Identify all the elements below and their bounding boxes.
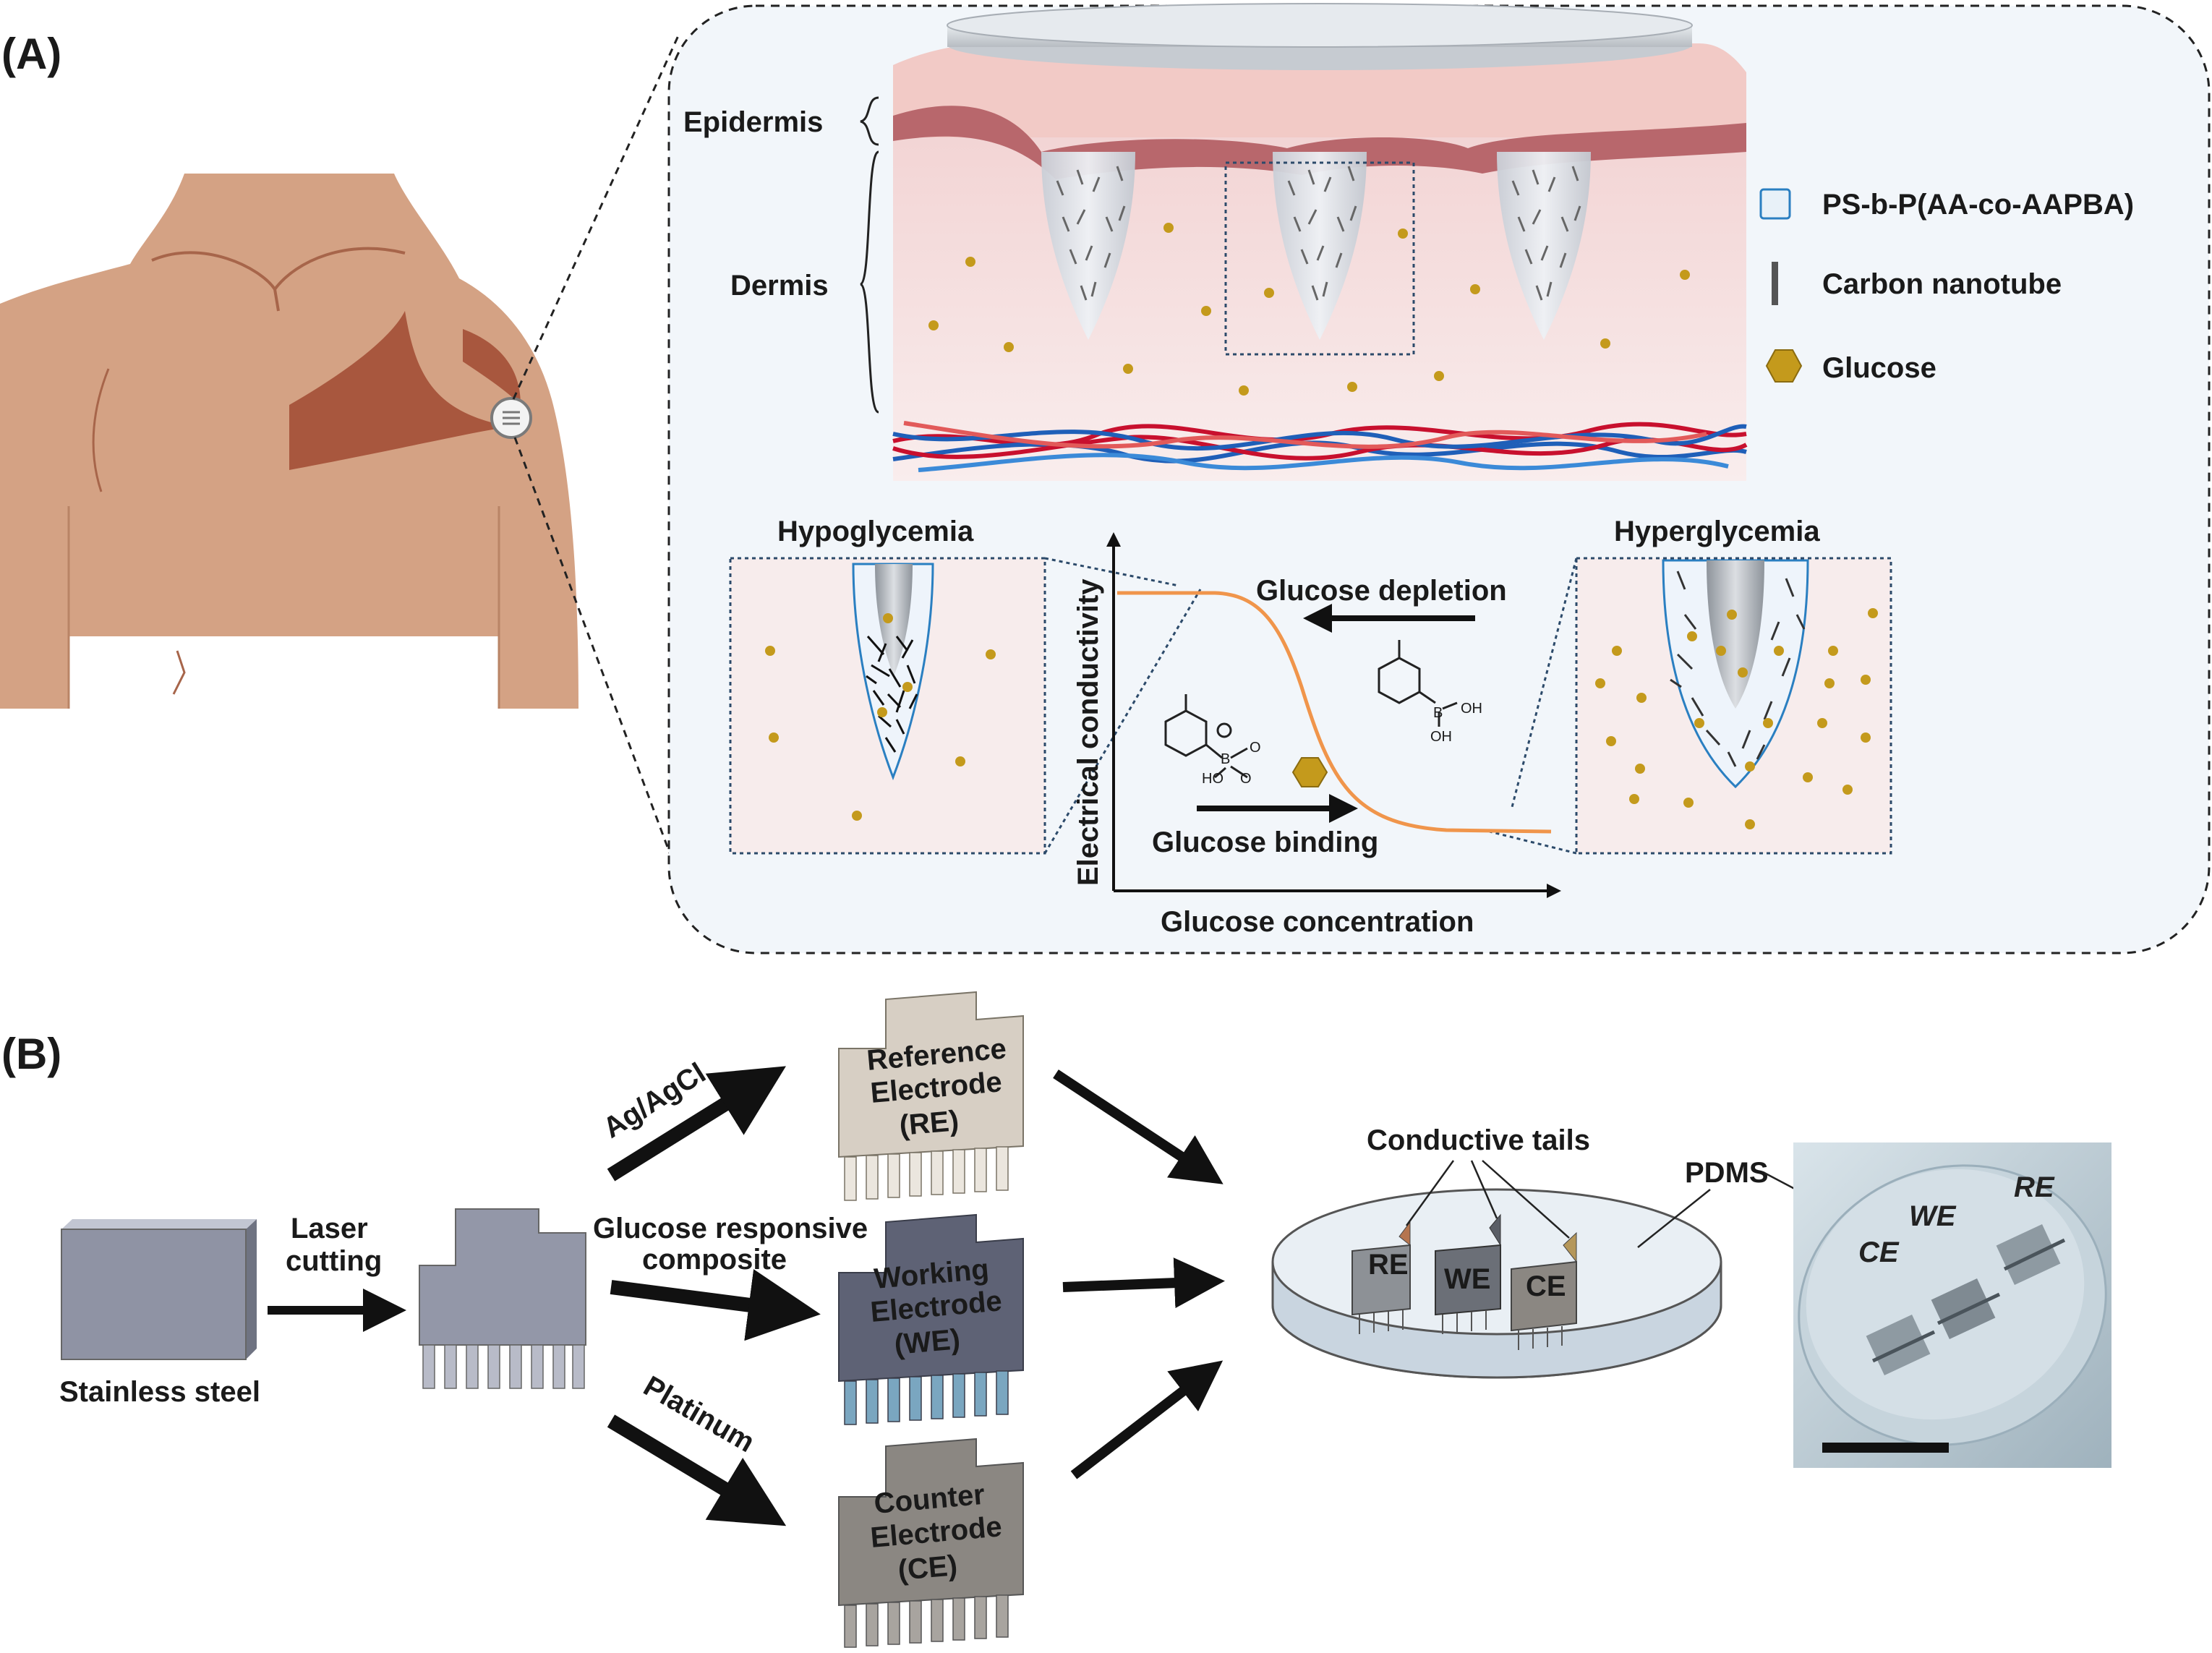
square-outline-icon [1759,188,1791,220]
photo-ce-label: CE [1858,1236,1900,1268]
y-axis-label: Electrical conductivity [1072,578,1104,886]
microneedle-3 [1497,152,1591,340]
steel-block [61,1219,257,1360]
composite-label-1: Glucose responsive [593,1213,868,1244]
platinum-arrow [607,1414,787,1526]
device-photo [1793,1142,2111,1468]
laser-label-1: Laser [291,1213,368,1244]
photo-we-label: WE [1909,1200,1957,1232]
cut-electrode [419,1208,586,1389]
legend: PS-b-P(AA-co-AAPBA) Carbon nanotube Gluc… [1759,188,2134,384]
rod-icon [1772,262,1778,305]
bound-complex-molecule [1164,694,1248,779]
steel-label: Stainless steel [59,1376,260,1408]
glucose-dots [928,223,1690,396]
legend-cnt: Carbon nanotube [1822,268,2062,300]
hypo-label: Hypoglycemia [777,516,974,547]
reference-electrode [838,991,1024,1201]
laser-label-2: cutting [286,1245,382,1277]
boronic-acid-molecule [1378,640,1458,727]
legend-polymer: PS-b-P(AA-co-AAPBA) [1822,189,2134,221]
hyper-inset [1575,557,1892,855]
torso-illustration [0,174,578,709]
we-to-dish-arrow [1062,1257,1225,1309]
mol-oh-2: OH [1430,729,1452,745]
dish-re-label: RE [1368,1249,1409,1281]
ce-to-dish-arrow [1070,1360,1224,1479]
microneedle-1 [1041,152,1135,340]
ce-label-3: (CE) [897,1550,959,1586]
re-to-dish-arrow [1053,1069,1224,1184]
blood-vessels [892,421,1748,472]
skin-cross-section [859,3,1748,481]
photo-re-label: RE [2014,1171,2055,1203]
dish-ce-label: CE [1526,1270,1566,1302]
patch [947,3,1693,48]
scale-bar [1822,1443,1949,1453]
working-electrode [838,1213,1024,1425]
conductivity-curve [1117,591,1552,834]
tails-label: Conductive tails [1367,1124,1590,1156]
composite-label-2: composite [642,1244,787,1276]
hexagon-icon [1765,349,1803,383]
pdms-label: PDMS [1685,1157,1769,1189]
microneedle-2 [1273,152,1367,340]
mol-ho: HO [1202,771,1224,787]
mol-b-2: B [1221,751,1230,767]
mol-oh-1: OH [1461,701,1482,717]
depletion-label: Glucose depletion [1256,575,1507,607]
pdms-leader [1637,1189,1711,1248]
we-label-3: (WE) [893,1323,962,1361]
tails-leaders [1405,1160,1570,1239]
re-label-3: (RE) [898,1105,960,1142]
bound-glucose-icon [1291,757,1328,787]
x-axis-label: Glucose concentration [1161,906,1474,938]
conductivity-graph: Electrical conductivity Glucose concentr… [1072,532,1561,938]
hyper-label: Hyperglycemia [1614,516,1820,547]
panel-b-label: (B) [1,1030,61,1078]
hypo-inset [729,557,1046,855]
mol-o-2: O [1240,771,1252,787]
panel-a-label: (A) [1,30,61,78]
binding-label: Glucose binding [1152,826,1378,858]
legend-glucose: Glucose [1822,352,1936,384]
ag-arrow [607,1066,786,1182]
dish-we-label: WE [1444,1263,1490,1295]
counter-electrode [838,1438,1024,1648]
pdms-dish [1271,1188,1722,1379]
epidermis-label: Epidermis [683,106,823,138]
composite-arrow [610,1269,821,1341]
mol-b: B [1433,705,1443,721]
dermis-label: Dermis [730,270,829,302]
mol-o-1: O [1250,740,1261,756]
